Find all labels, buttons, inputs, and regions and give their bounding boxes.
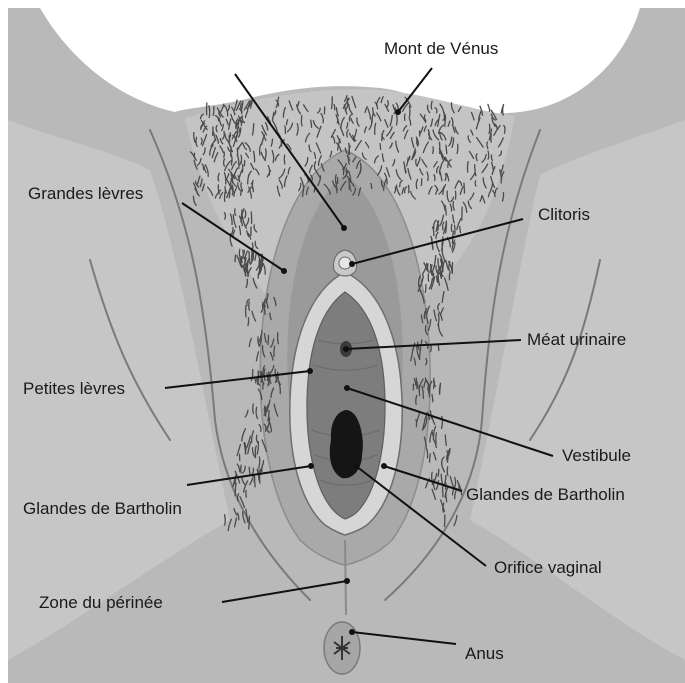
hair-stroke <box>405 114 406 120</box>
dot-anus <box>349 629 355 635</box>
hair-stroke <box>249 516 250 529</box>
dot-petites-levres <box>307 368 313 374</box>
hair-stroke <box>237 148 238 155</box>
hair-stroke <box>433 147 434 154</box>
hair-stroke <box>464 183 465 193</box>
dot-orifice-vaginal <box>353 463 359 469</box>
hair-stroke <box>225 515 226 525</box>
hair-stroke <box>253 404 254 413</box>
label-meat-urinaire: Méat urinaire <box>527 330 626 349</box>
hair-stroke <box>346 168 347 176</box>
hair-stroke <box>460 226 461 232</box>
dot-mont-de-venus <box>395 109 401 115</box>
hair-stroke <box>447 467 448 476</box>
hair-stroke <box>436 433 437 444</box>
hair-stroke <box>446 145 447 154</box>
perineum-line <box>345 540 346 615</box>
dot-meat-urinaire <box>343 346 349 352</box>
hair-stroke <box>489 124 490 133</box>
hair-stroke <box>444 113 445 120</box>
hair-stroke <box>241 257 242 268</box>
dot-clitoris <box>349 261 355 267</box>
label-petites-levres: Petites lèvres <box>23 379 125 398</box>
hair-stroke <box>248 318 249 326</box>
hair-stroke <box>235 255 236 262</box>
hair-stroke <box>249 302 250 311</box>
hair-stroke <box>409 106 410 117</box>
hair-stroke <box>278 333 279 344</box>
hair-stroke <box>432 472 433 484</box>
hair-stroke <box>425 285 426 293</box>
hair-stroke <box>457 144 458 153</box>
hair-stroke <box>334 105 335 110</box>
hair-stroke <box>438 469 439 476</box>
hair-stroke <box>301 116 302 126</box>
dot-zone-perinee <box>344 578 350 584</box>
label-mont-de-venus: Mont de Vénus <box>384 39 498 58</box>
hair-stroke <box>488 151 489 159</box>
hair-stroke <box>419 385 420 395</box>
dot-bartholin-left <box>308 463 314 469</box>
hair-stroke <box>417 382 418 389</box>
label-vestibule: Vestibule <box>562 446 631 465</box>
hair-stroke <box>274 346 275 357</box>
label-glandes-bartholin-right: Glandes de Bartholin <box>466 485 625 504</box>
label-anus: Anus <box>465 644 504 663</box>
hair-stroke <box>380 144 381 150</box>
label-orifice-vaginal: Orifice vaginal <box>494 558 602 577</box>
hair-stroke <box>229 189 230 198</box>
dot-vestibule <box>344 385 350 391</box>
hair-stroke <box>249 467 250 474</box>
label-grandes-levres: Grandes lèvres <box>28 184 143 203</box>
hair-stroke <box>268 335 269 344</box>
label-zone-perinee: Zone du périnée <box>39 593 163 612</box>
hair-stroke <box>442 487 443 497</box>
hair-stroke <box>467 162 468 173</box>
hair-stroke <box>416 420 417 427</box>
dot-grandes-levres <box>281 268 287 274</box>
label-clitoris: Clitoris <box>538 205 590 224</box>
dot-bartholin-right <box>381 463 387 469</box>
hair-stroke <box>224 152 225 157</box>
hair-stroke <box>440 385 441 393</box>
dot-top <box>341 225 347 231</box>
label-glandes-bartholin-left: Glandes de Bartholin <box>23 499 182 518</box>
